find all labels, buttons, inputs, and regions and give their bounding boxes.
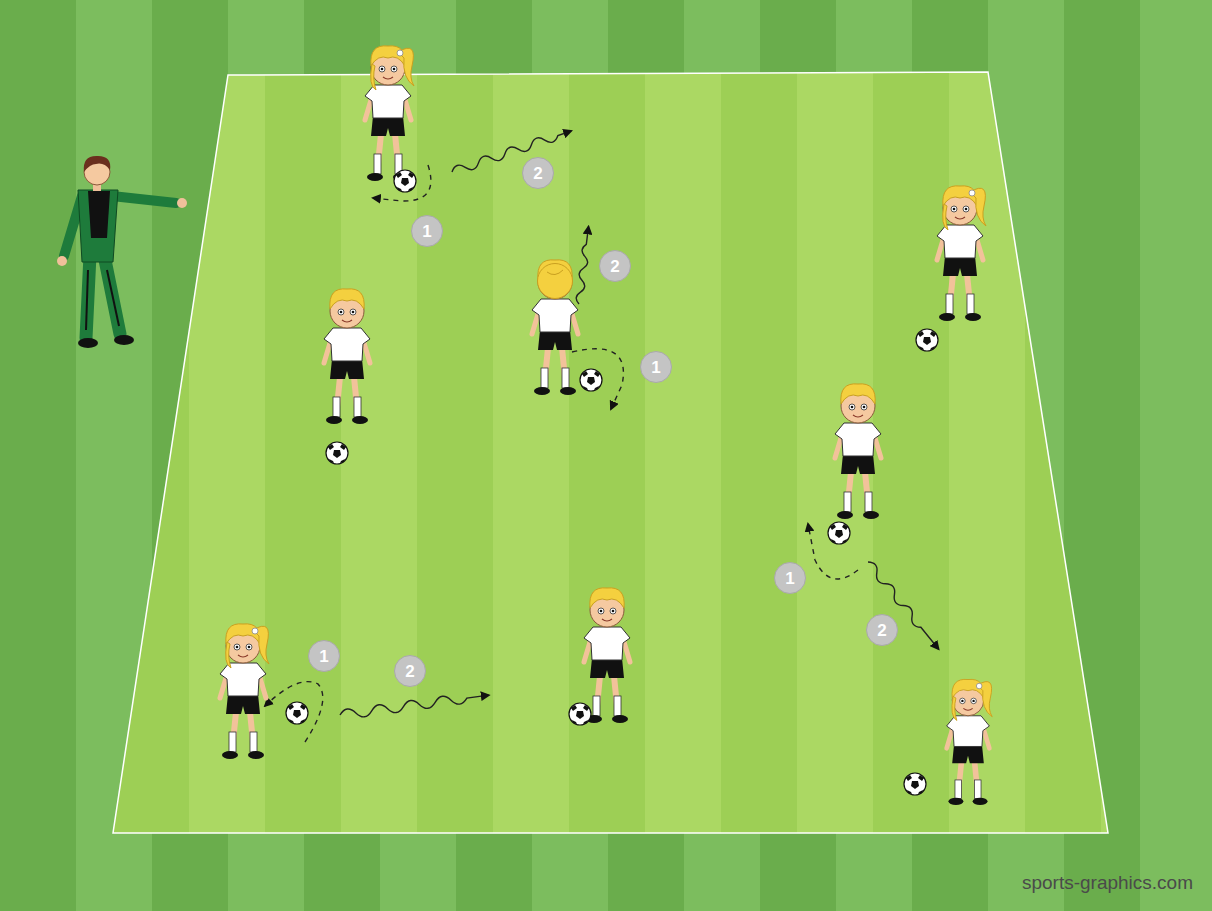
turn-arrow [572,349,623,409]
callout-number: 1 [651,359,660,376]
coach-figure [57,156,187,348]
dribble-arrow [339,690,489,720]
soccer-ball [394,170,416,192]
callout-number: 1 [422,223,431,240]
player-figure [835,384,881,519]
soccer-ball [569,703,591,725]
player-figure [324,289,370,424]
callout-circle: 1 [640,351,672,383]
soccer-ball [286,702,308,724]
watermark: sports-graphics.com [1022,872,1193,893]
balls [286,170,938,795]
dribble-arrow [865,559,942,651]
soccer-ball [326,442,348,464]
callout-circle: 1 [774,562,806,594]
callout-circle: 2 [522,157,554,189]
dribble-arrow [576,226,592,304]
player-figure [947,679,993,805]
dribble-arrow [451,127,573,177]
watermark-box: sports-graphics.com [1022,872,1193,895]
player-figure [584,588,630,723]
players [220,46,992,805]
player-figure [220,624,269,759]
callout-number: 2 [877,622,886,639]
callout-circle: 1 [411,215,443,247]
callout-number: 2 [405,663,414,680]
turn-arrow [265,682,323,742]
soccer-ball [580,369,602,391]
player-figure [532,260,578,395]
callout-number: 1 [319,648,328,665]
callout-number: 1 [785,570,794,587]
callout-circle: 2 [866,614,898,646]
callout-circle: 2 [599,250,631,282]
callout-circle: 1 [308,640,340,672]
callout-number: 2 [610,258,619,275]
dribble-arrows [265,127,942,742]
player-figure [365,46,414,181]
callout-number: 2 [533,165,542,182]
drill-area [113,72,1108,833]
turn-arrow [373,165,431,201]
player-figure [937,186,986,321]
soccer-ball [904,773,926,795]
callout-circle: 2 [394,655,426,687]
soccer-ball [828,522,850,544]
soccer-ball [916,329,938,351]
